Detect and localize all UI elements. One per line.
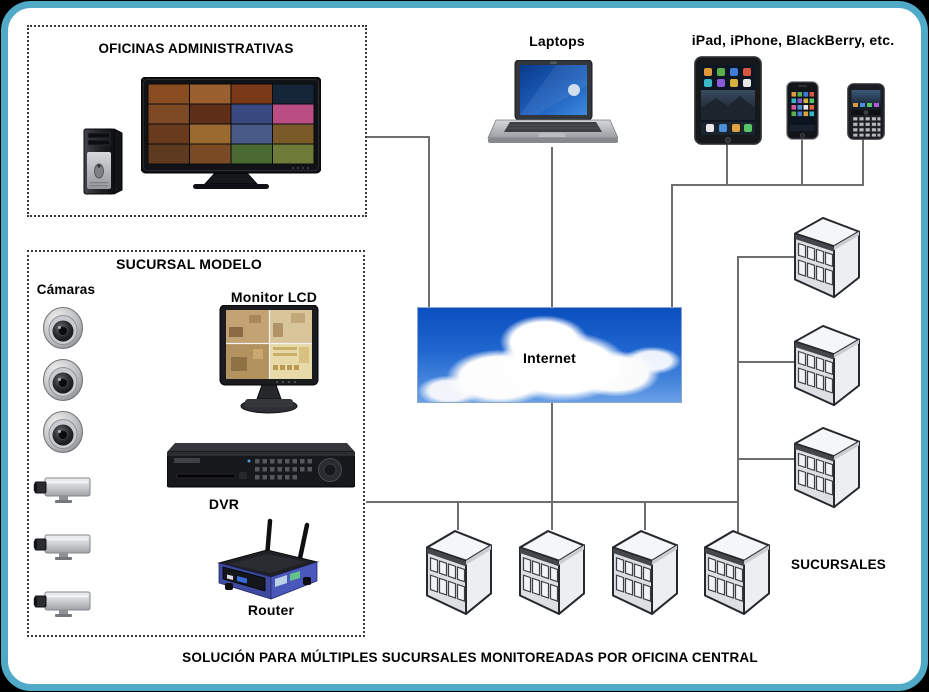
box-camera-icon (33, 475, 95, 504)
connection-line (366, 501, 739, 503)
box-camera-icon (33, 532, 95, 561)
building-icon (610, 528, 680, 618)
building-icon (702, 528, 772, 618)
surveillance-wall-monitor-icon (141, 77, 321, 191)
pc-tower-icon (80, 126, 126, 196)
connection-line (737, 458, 794, 460)
connection-line (737, 361, 794, 363)
connection-line (644, 501, 646, 530)
connection-line (428, 136, 430, 307)
connection-line (551, 147, 553, 307)
connection-line (737, 256, 739, 532)
connection-line (737, 256, 794, 258)
blackberry-icon (847, 83, 885, 140)
diagram-caption: SOLUCIÓN PARA MÚLTIPLES SUCURSALES MONIT… (182, 650, 758, 665)
router-icon (213, 517, 323, 605)
connection-line (726, 143, 728, 185)
connection-line (457, 501, 459, 530)
laptops-label: Laptops (529, 33, 585, 49)
connection-line (671, 184, 864, 186)
connection-line (551, 402, 553, 530)
internet-cloud: Internet (417, 307, 682, 403)
dvr-label: DVR (208, 496, 240, 512)
ipad-icon (694, 56, 762, 145)
iphone-icon (786, 81, 819, 140)
sucursales-label: SUCURSALES (791, 557, 887, 572)
building-icon (792, 323, 862, 409)
building-icon (792, 425, 862, 511)
connection-line (801, 138, 803, 185)
dome-camera-icon (42, 410, 84, 455)
monitor-lcd-label: Monitor LCD (230, 289, 318, 305)
internet-label: Internet (523, 350, 576, 366)
building-icon (517, 528, 587, 618)
building-icon (424, 528, 494, 618)
connection-line (671, 184, 673, 308)
dome-camera-icon (42, 306, 84, 351)
box-camera-icon (33, 589, 95, 618)
admin-offices-title: OFICINAS ADMINISTRATIVAS (98, 41, 294, 56)
mobile-devices-label: iPad, iPhone, BlackBerry, etc. (691, 32, 895, 48)
connection-line (862, 138, 864, 185)
connection-line (366, 136, 429, 138)
dvr-icon (167, 443, 355, 491)
branch-model-title: SUCURSAL MODELO (116, 256, 262, 272)
building-icon (792, 215, 862, 301)
laptop-icon (486, 60, 618, 150)
cameras-label: Cámaras (36, 282, 96, 297)
dome-camera-icon (42, 358, 84, 403)
router-label: Router (247, 602, 295, 618)
lcd-monitor-icon (215, 305, 323, 415)
